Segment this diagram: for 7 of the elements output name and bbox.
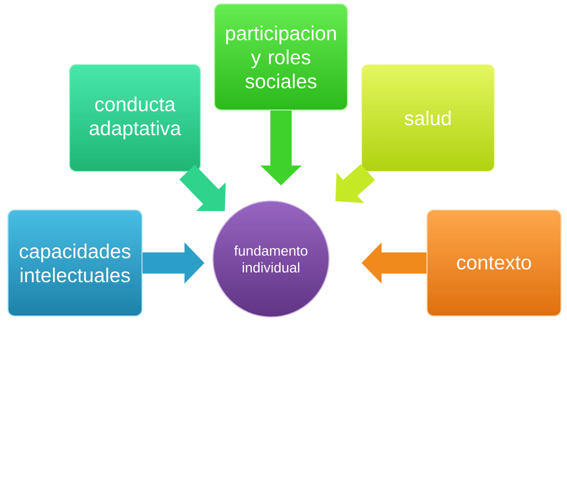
- rounded-box: contexto: [426, 209, 562, 317]
- rounded-box: capacidades intelectuales: [7, 209, 143, 317]
- rounded-box: conducta adaptativa: [68, 64, 202, 172]
- circle-node: fundamento individual: [212, 200, 330, 318]
- rounded-box: salud: [360, 64, 496, 172]
- block-arrow: [179, 164, 226, 212]
- rounded-box: participacion y roles sociales: [214, 3, 348, 111]
